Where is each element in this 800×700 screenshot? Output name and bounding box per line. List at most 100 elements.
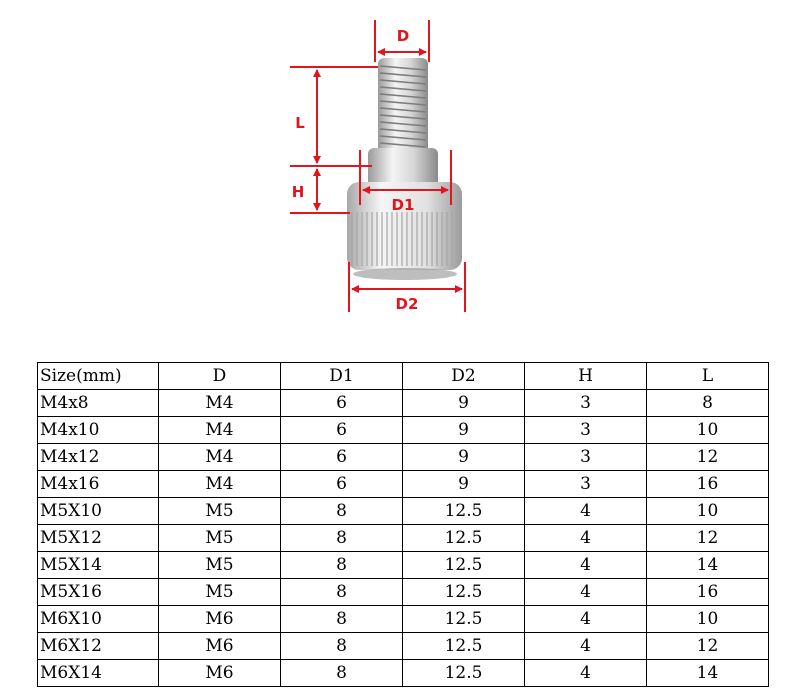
- cell-d: M4: [158, 389, 281, 417]
- cell-h: 4: [524, 497, 647, 525]
- cell-size: M4x8: [37, 389, 159, 417]
- label-d2: D2: [396, 295, 419, 313]
- cell-d: M4: [158, 470, 281, 498]
- cell-h: 3: [524, 416, 647, 444]
- cell-l: 10: [646, 497, 769, 525]
- header-d: D: [158, 362, 281, 390]
- cell-size: M5X16: [37, 578, 159, 606]
- cell-d1: 6: [280, 470, 403, 498]
- cell-d2: 12.5: [402, 659, 525, 687]
- cell-size: M6X10: [37, 605, 159, 633]
- thread-line: [379, 114, 427, 120]
- cell-d2: 9: [402, 470, 525, 498]
- cell-d: M6: [158, 632, 281, 660]
- cell-size: M6X14: [37, 659, 159, 687]
- cell-d: M4: [158, 443, 281, 471]
- cell-size: M6X12: [37, 632, 159, 660]
- cell-d1: 8: [280, 605, 403, 633]
- thread-line: [379, 79, 427, 85]
- thumb-screw-diagram: D L H D1 D2: [290, 20, 466, 313]
- cell-l: 8: [646, 389, 769, 417]
- label-h: H: [292, 183, 305, 201]
- cell-d2: 9: [402, 416, 525, 444]
- cell-l: 12: [646, 524, 769, 552]
- cell-h: 4: [524, 551, 647, 579]
- cell-d1: 6: [280, 443, 403, 471]
- cell-size: M4x16: [37, 470, 159, 498]
- shank-collar: [368, 148, 438, 188]
- cell-d: M5: [158, 497, 281, 525]
- cell-h: 4: [524, 578, 647, 606]
- thread-line: [379, 135, 427, 141]
- knurl-lines: [351, 212, 458, 266]
- cell-l: 12: [646, 632, 769, 660]
- cell-l: 10: [646, 605, 769, 633]
- cell-l: 16: [646, 578, 769, 606]
- cell-d: M5: [158, 578, 281, 606]
- cell-d1: 6: [280, 416, 403, 444]
- cell-size: M5X12: [37, 524, 159, 552]
- cell-d: M4: [158, 416, 281, 444]
- cell-size: M5X14: [37, 551, 159, 579]
- cell-l: 14: [646, 551, 769, 579]
- header-d2: D2: [402, 362, 525, 390]
- threaded-shank: [378, 58, 428, 168]
- cell-h: 3: [524, 443, 647, 471]
- cell-l: 14: [646, 659, 769, 687]
- dimension-lines: [290, 20, 466, 312]
- knurled-head: [347, 182, 462, 270]
- cell-size: M5X10: [37, 497, 159, 525]
- thread-line: [379, 72, 427, 78]
- cell-d2: 12.5: [402, 497, 525, 525]
- cell-d1: 6: [280, 389, 403, 417]
- thread-line: [379, 100, 427, 106]
- thread-line: [379, 65, 427, 71]
- header-h: H: [524, 362, 647, 390]
- cell-d: M6: [158, 605, 281, 633]
- cell-d2: 12.5: [402, 524, 525, 552]
- cell-size: M4x10: [37, 416, 159, 444]
- cell-h: 3: [524, 470, 647, 498]
- cell-d1: 8: [280, 632, 403, 660]
- thread-line: [379, 121, 427, 127]
- thread-line: [379, 107, 427, 113]
- head-shadow: [353, 268, 457, 280]
- thread-line: [379, 142, 427, 148]
- screw-body: [347, 58, 462, 280]
- cell-d: M6: [158, 659, 281, 687]
- cell-d1: 8: [280, 659, 403, 687]
- cell-h: 3: [524, 389, 647, 417]
- cell-d2: 12.5: [402, 551, 525, 579]
- cell-d: M5: [158, 524, 281, 552]
- thread-line: [379, 93, 427, 99]
- cell-h: 4: [524, 659, 647, 687]
- cell-d: M5: [158, 551, 281, 579]
- thread-line: [379, 128, 427, 134]
- label-d1: D1: [392, 196, 415, 214]
- cell-h: 4: [524, 605, 647, 633]
- cell-d2: 12.5: [402, 578, 525, 606]
- cell-l: 10: [646, 416, 769, 444]
- cell-size: M4x12: [37, 443, 159, 471]
- header-size: Size(mm): [37, 362, 159, 390]
- cell-d1: 8: [280, 551, 403, 579]
- cell-l: 16: [646, 470, 769, 498]
- label-d: D: [397, 27, 409, 45]
- cell-d2: 12.5: [402, 605, 525, 633]
- cell-d2: 12.5: [402, 632, 525, 660]
- header-l: L: [646, 362, 769, 390]
- label-l: L: [295, 114, 305, 132]
- cell-d2: 9: [402, 389, 525, 417]
- thread-line: [379, 86, 427, 92]
